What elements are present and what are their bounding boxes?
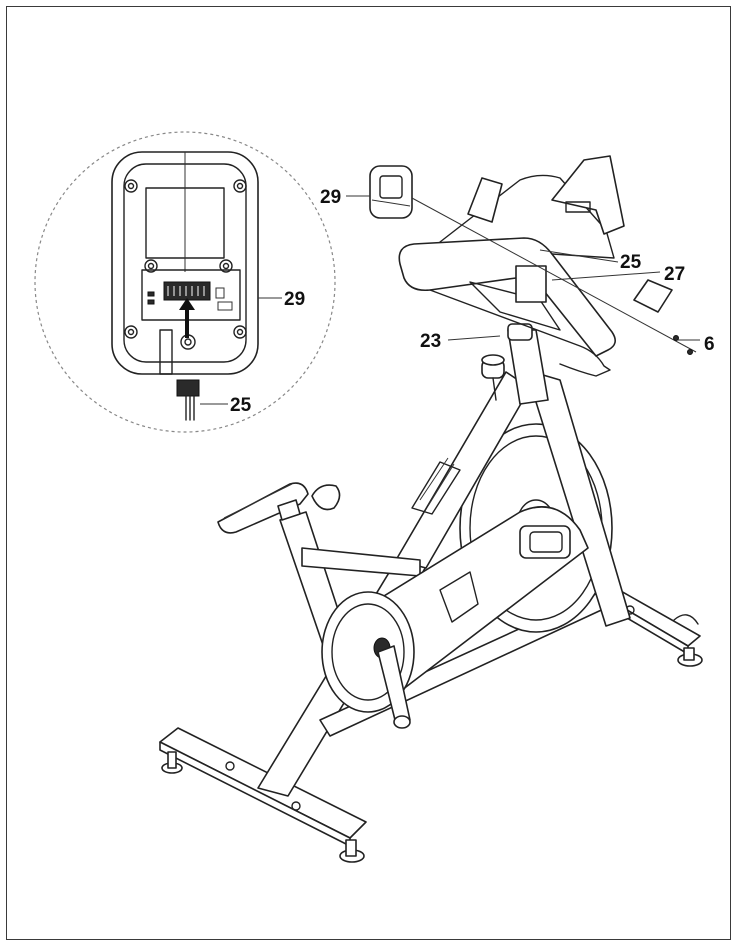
- handlebar-end-left: [467, 177, 503, 223]
- screw: [673, 335, 679, 341]
- detail-circle: [34, 131, 336, 433]
- assembly-line: [411, 197, 697, 353]
- media-holder: [551, 155, 625, 235]
- page-frame: [6, 6, 731, 940]
- label-knob: 23: [420, 331, 441, 352]
- handlebar: [398, 174, 616, 377]
- label-console: 29: [320, 187, 341, 208]
- crank-disc: [321, 591, 415, 729]
- detail-callout: 29 25: [34, 131, 336, 433]
- label-detail-cable: 25: [230, 395, 252, 416]
- resistance-knob: [481, 354, 505, 401]
- label-detail-console: 29: [284, 289, 305, 310]
- seat-knob: [311, 484, 341, 511]
- bottle-cage: [411, 457, 461, 515]
- spin-bike: 29 25 27 23 6: [159, 155, 715, 863]
- console-back-view: [111, 151, 259, 375]
- label-screw: 6: [704, 334, 715, 355]
- cable-connector: [176, 379, 228, 421]
- rear-stabilizer: [159, 727, 367, 863]
- seat: [217, 482, 341, 534]
- label-cable: 25: [620, 252, 642, 273]
- label-bracket: 27: [664, 264, 685, 285]
- handlebar-end-right: [633, 279, 673, 313]
- console: [369, 165, 413, 219]
